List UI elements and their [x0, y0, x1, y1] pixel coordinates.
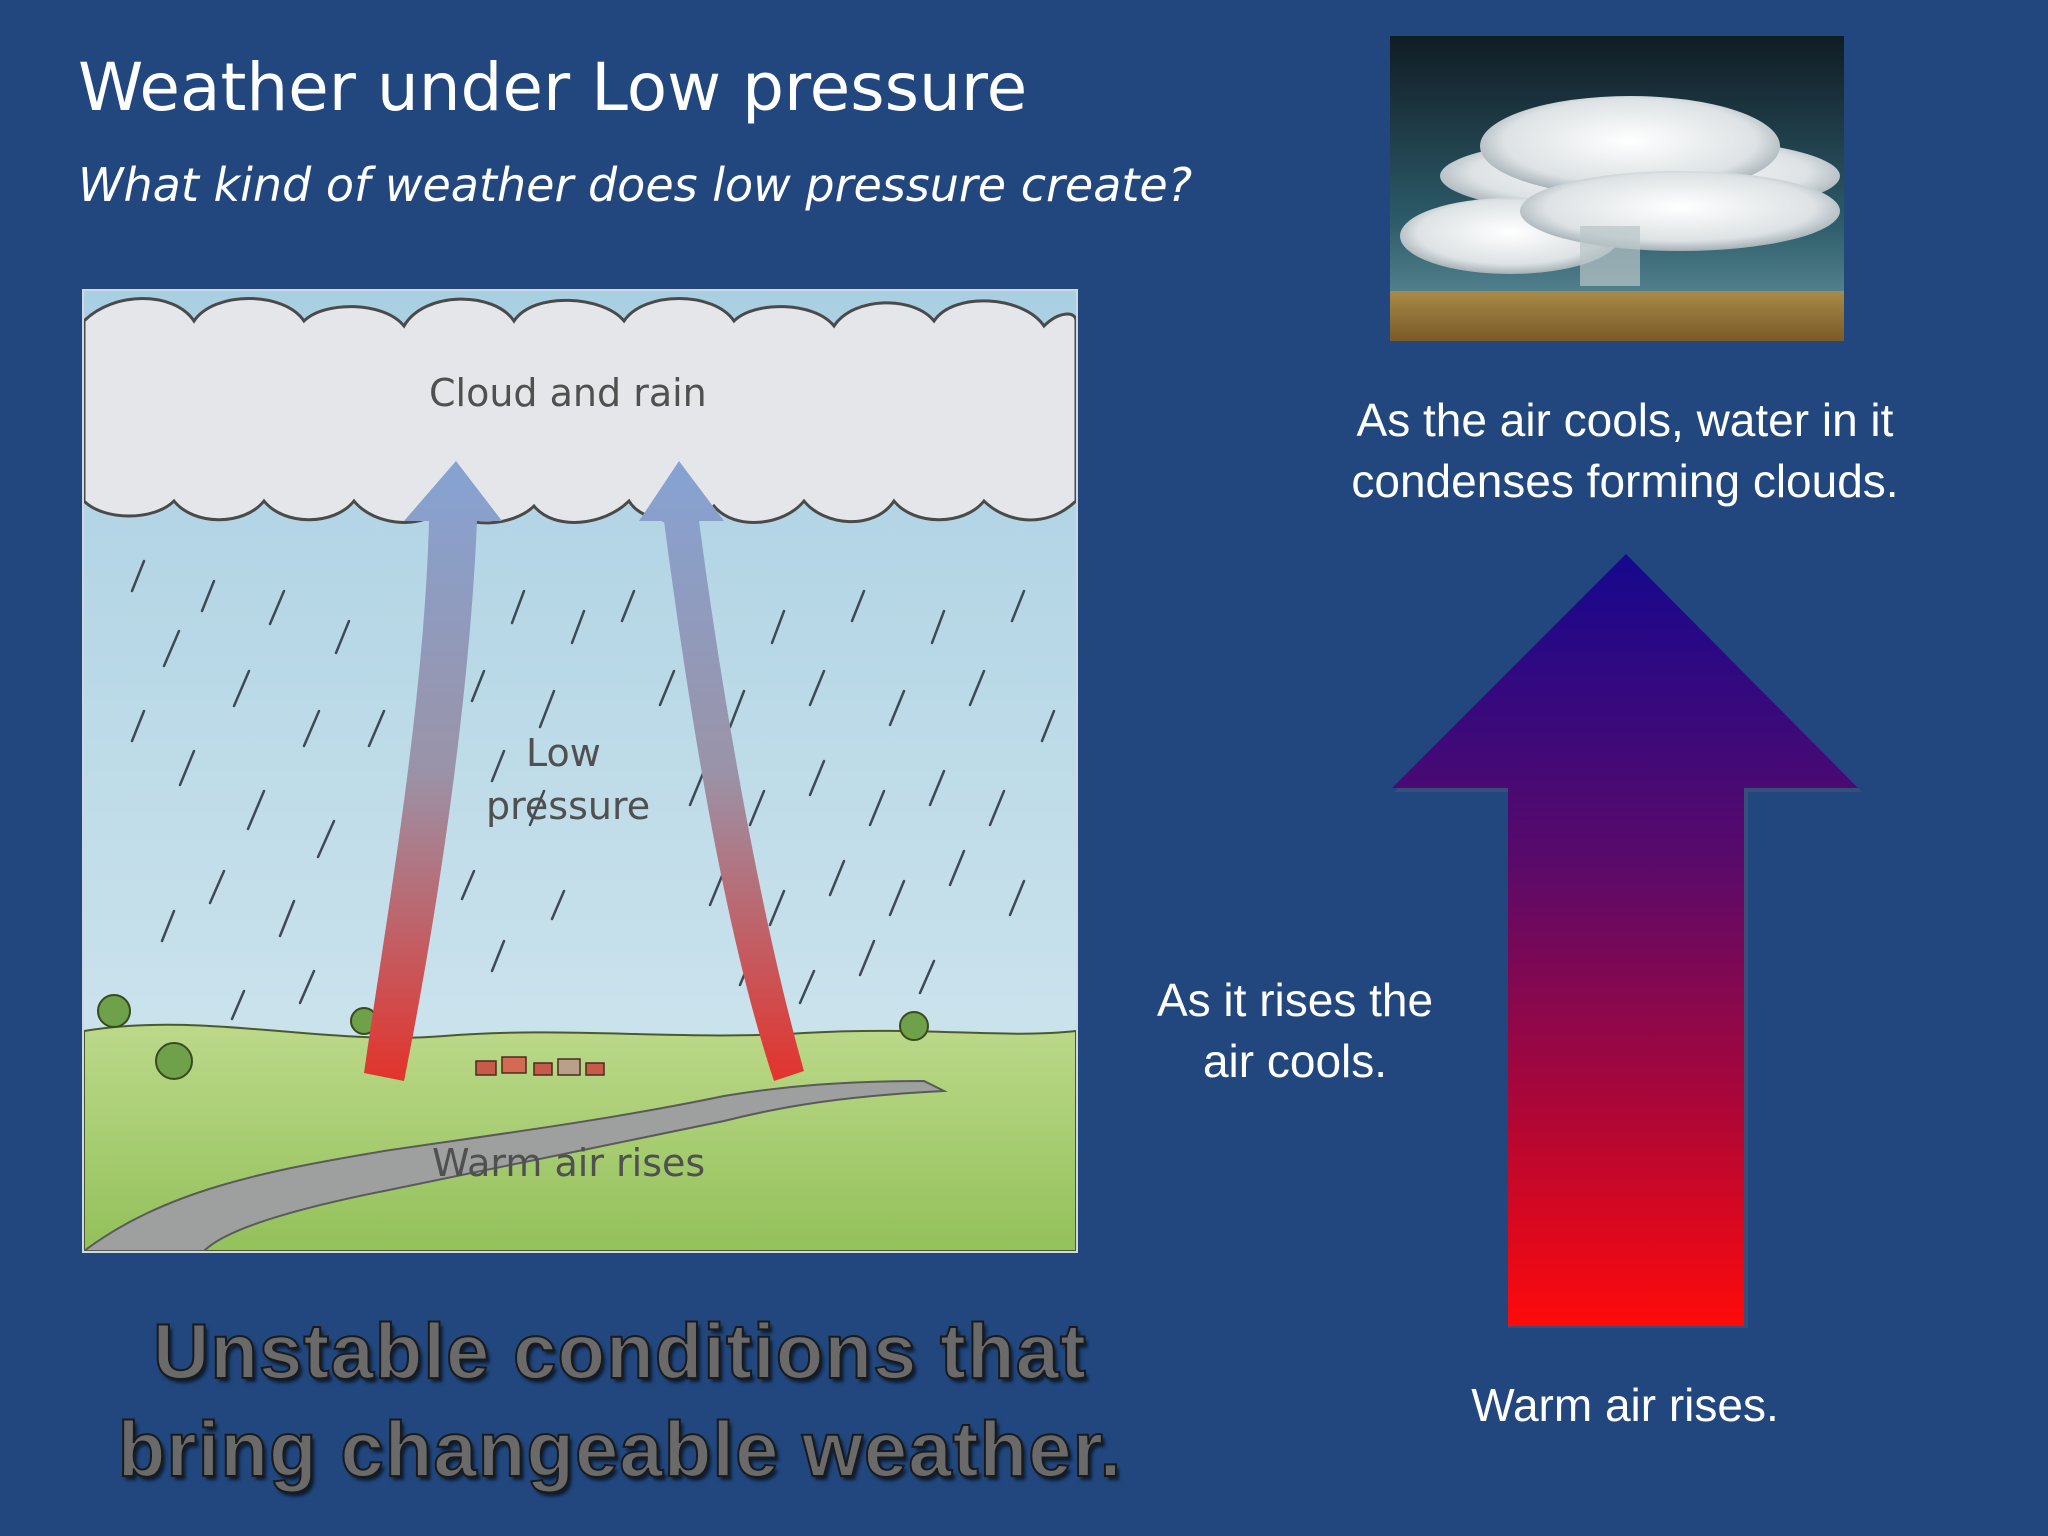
conclusion-caption: Unstable conditions that bring changeabl… [100, 1302, 1140, 1498]
condense-explanation: As the air cools, water in it condenses … [1300, 390, 1950, 512]
tree [899, 1011, 929, 1041]
rises-cools-explanation: As it rises the air cools. [1110, 970, 1480, 1092]
tree [97, 994, 131, 1028]
warm-air-up-arrow [1392, 554, 1862, 1328]
condense-line-2: condenses forming clouds. [1351, 455, 1899, 507]
cloud-and-rain-label: Cloud and rain [429, 371, 707, 415]
rising-air-arrow-left [364, 461, 502, 1081]
rain-streaks [130, 559, 1056, 1021]
storm-cloud-photo [1390, 36, 1844, 341]
low-label: Low [526, 731, 601, 775]
cools-line-1: As it rises the [1156, 974, 1434, 1026]
cools-line-2: air cools. [1202, 1035, 1388, 1087]
road [84, 1079, 948, 1251]
caption-line-1: Unstable conditions that [152, 1306, 1088, 1396]
storm-cloud [84, 297, 1076, 525]
slide-title: Weather under Low pressure [78, 49, 1028, 126]
warm-air-rises-text: Warm air rises. [1471, 1379, 1779, 1431]
pressure-label: pressure [486, 784, 650, 828]
village [475, 1056, 605, 1076]
condense-line-1: As the air cools, water in it [1356, 394, 1894, 446]
rising-air-arrow-right [639, 461, 804, 1081]
tree [155, 1042, 193, 1080]
warm-air-rises-label: Warm air rises [432, 1141, 705, 1185]
slide-subtitle: What kind of weather does low pressure c… [78, 158, 1193, 212]
low-pressure-diagram: Cloud and rain Low pressure Warm air ris… [82, 289, 1078, 1253]
caption-line-2: bring changeable weather. [117, 1404, 1123, 1494]
